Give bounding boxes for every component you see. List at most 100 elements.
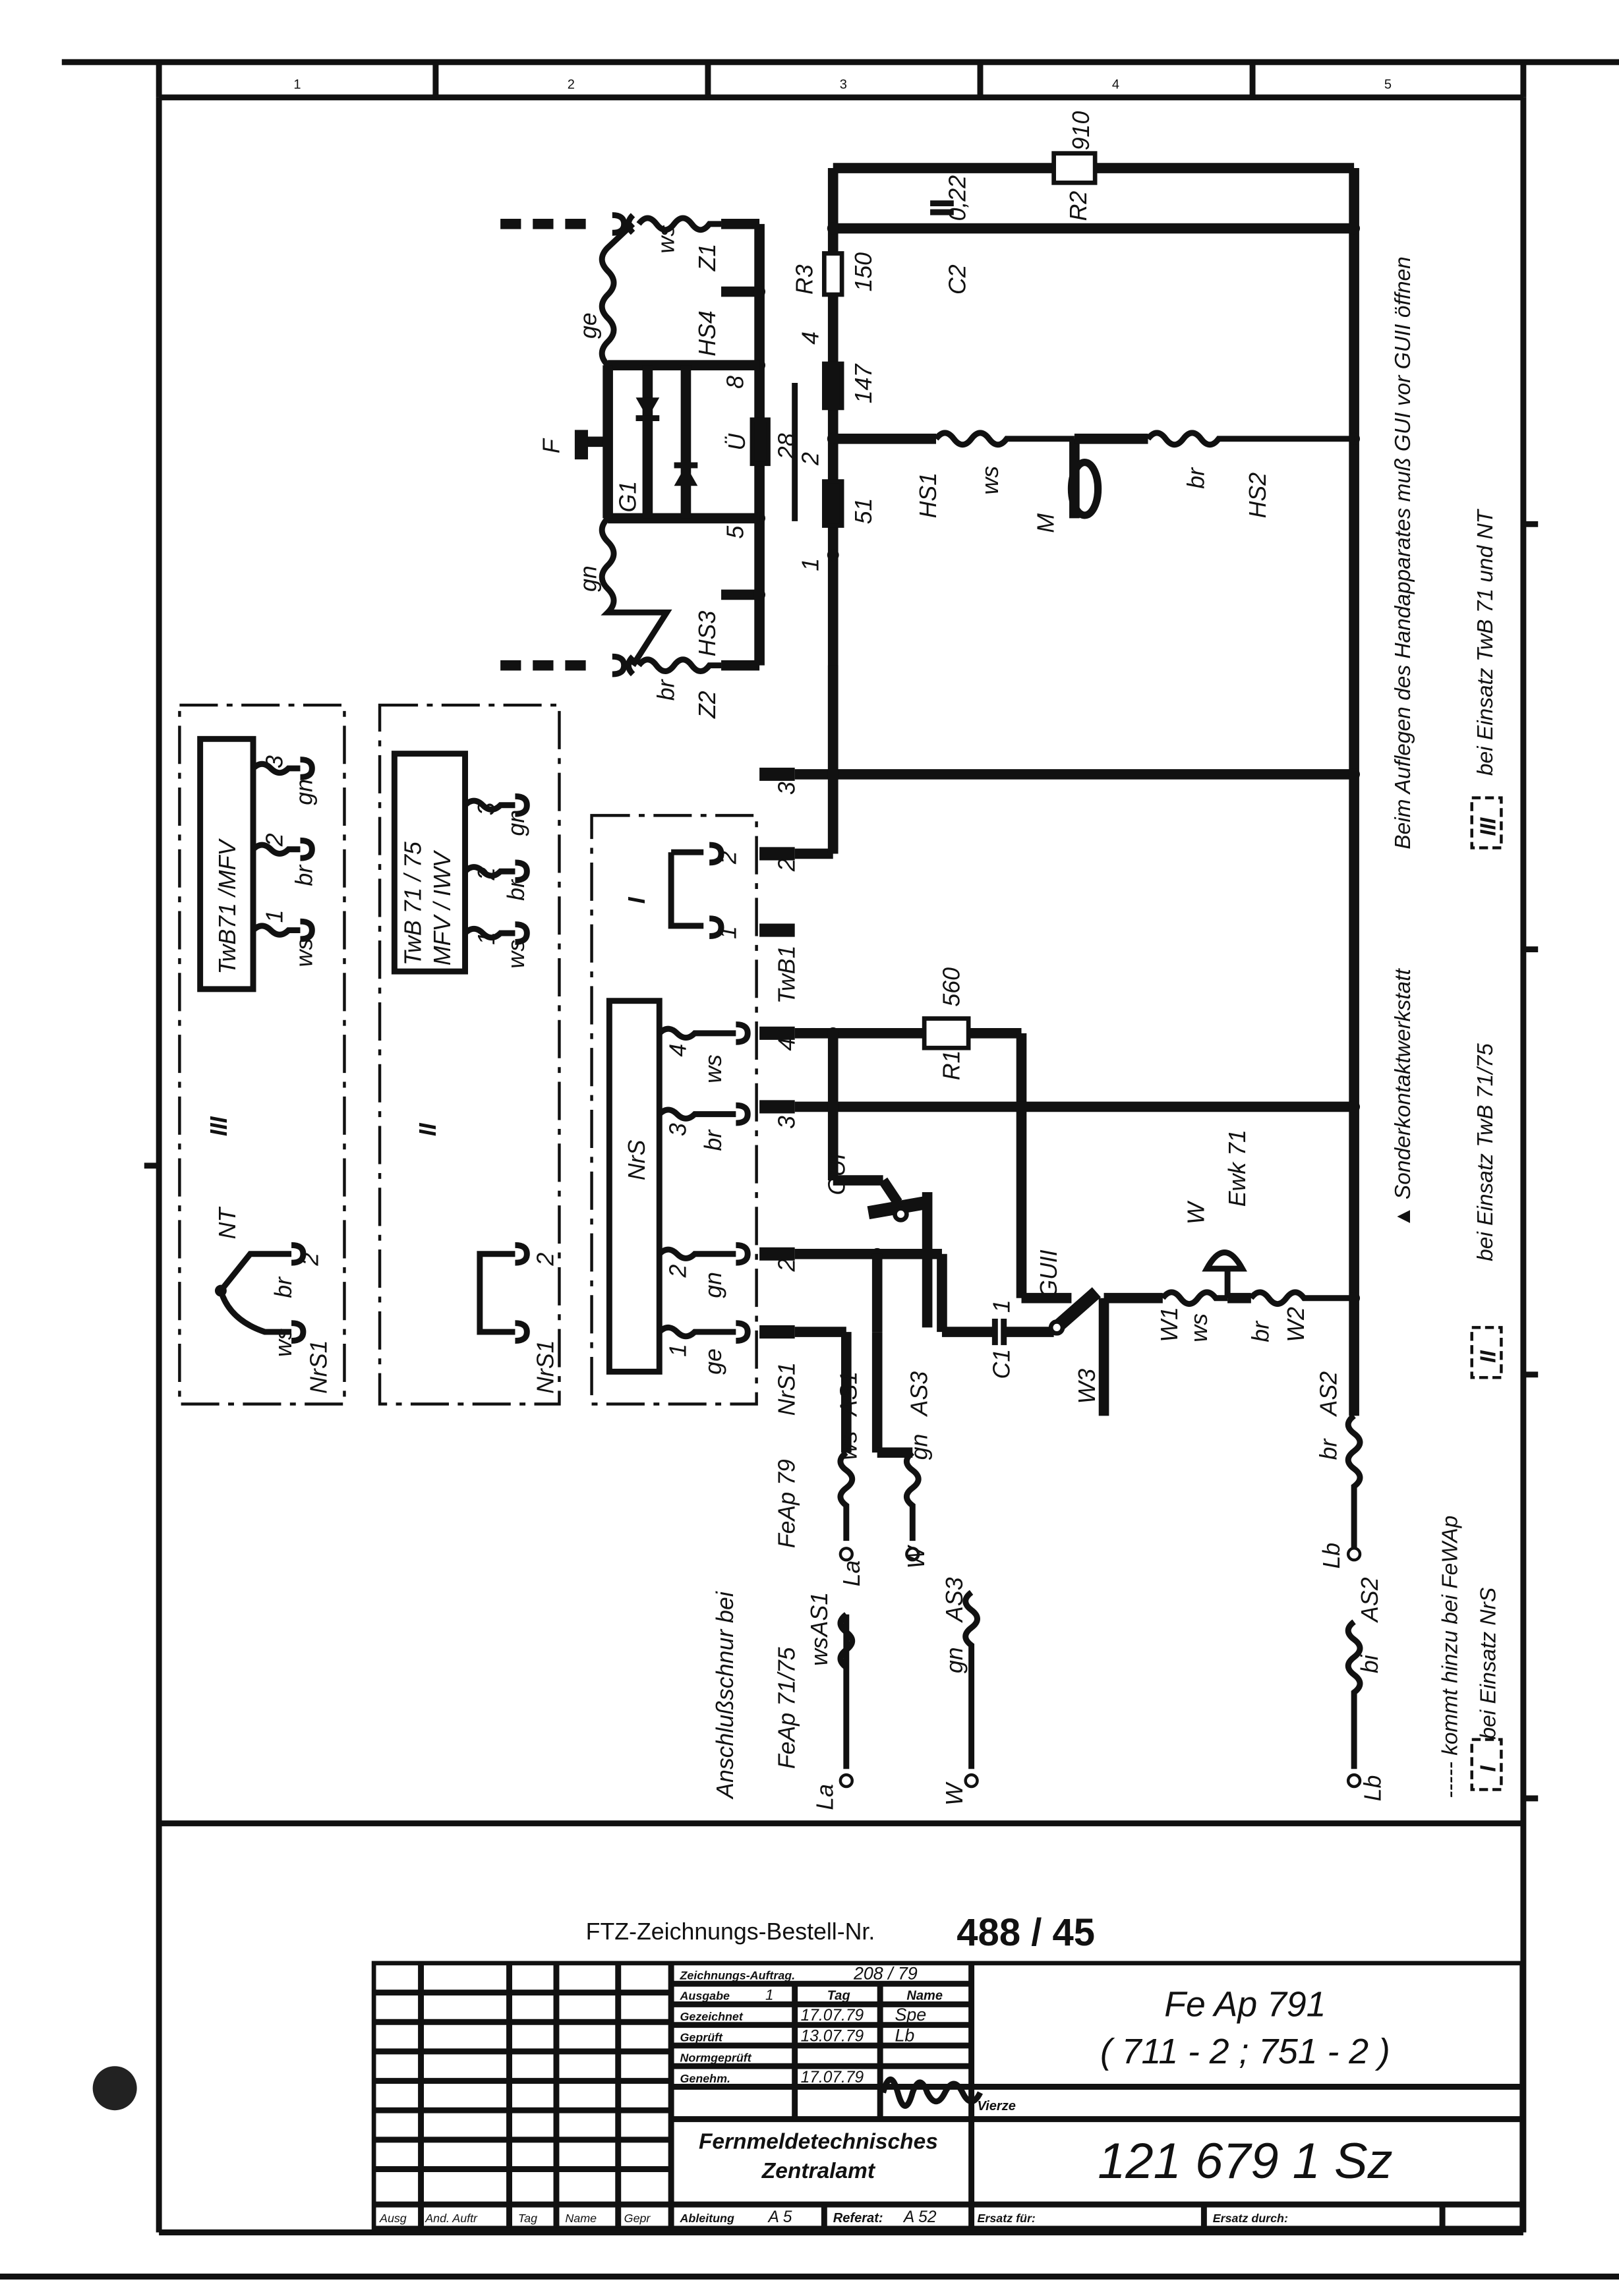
ersatz-durch: Ersatz durch: bbox=[1213, 2212, 1288, 2225]
column-label: 1 bbox=[293, 77, 301, 92]
label-as3: AS3 bbox=[906, 1371, 933, 1418]
label-w1: W1 bbox=[1156, 1307, 1183, 1342]
module-i-w3: 3 bbox=[664, 1123, 691, 1136]
label-r1: R1 bbox=[939, 1050, 965, 1081]
rev-col-auftr: And. Auftr bbox=[425, 2212, 478, 2225]
notes: Beim Auflegen des Handapparates muß GUI … bbox=[1391, 256, 1503, 1798]
label-w: W bbox=[1183, 1200, 1209, 1224]
genehm-label: Genehm. bbox=[680, 2072, 730, 2085]
note-einsatz-nt: bei Einsatz TwB 71 und NT bbox=[1473, 508, 1498, 776]
label-as2: AS2 bbox=[1315, 1371, 1341, 1418]
order-label: FTZ-Zeichnungs-Bestell-Nr. bbox=[586, 1918, 875, 1945]
label-c2-value: 0,22 bbox=[945, 175, 971, 221]
label-gn-as3b: gn bbox=[941, 1647, 968, 1673]
module-iii-nt-br: br bbox=[270, 1276, 297, 1298]
module-ii-title1: TwB 71 / 75 bbox=[400, 842, 427, 965]
terminal-nrs1: NrS1 bbox=[774, 1362, 800, 1416]
module-ii-c2: br bbox=[503, 878, 529, 901]
genehm-tag: 17.07.79 bbox=[801, 2069, 864, 2086]
auftrag-label: Zeichnungs-Auftrag. bbox=[680, 1968, 796, 1982]
label-ws-as1: ws bbox=[835, 1431, 862, 1460]
signature bbox=[880, 2076, 983, 2109]
module-iii-nt-num: 2 bbox=[297, 1253, 323, 1267]
label-147: 147 bbox=[850, 364, 877, 404]
ableitung-value: A 5 bbox=[767, 2208, 792, 2226]
terminal-3: 3 bbox=[774, 1116, 800, 1129]
module-ii-title2: MFV / IWV bbox=[429, 849, 456, 965]
label-as1b: AS1 bbox=[806, 1592, 833, 1638]
geprueft-name: Lb bbox=[895, 2025, 914, 2045]
tag-label: Tag bbox=[827, 1989, 850, 2003]
label-w2: W2 bbox=[1283, 1307, 1309, 1342]
label-u: Ü bbox=[724, 434, 750, 451]
terminal-3b: 3 bbox=[774, 782, 800, 795]
module-iii-title: TwB71 /MFV bbox=[214, 838, 241, 975]
column-label: 3 bbox=[840, 77, 847, 92]
module-ii-c3: gn bbox=[503, 810, 529, 836]
label-ewk: Ewk 71 bbox=[1224, 1130, 1251, 1207]
module-iii-nrs1: NrS1 bbox=[306, 1340, 332, 1393]
label-c2: C2 bbox=[945, 264, 971, 295]
ausgabe-label: Ausgabe bbox=[680, 1990, 730, 2003]
module-ii-2: 2 bbox=[533, 1253, 559, 1267]
note-auflegen: Beim Auflegen des Handapparates muß GUI … bbox=[1391, 256, 1415, 849]
handset-circuit bbox=[500, 151, 1361, 1298]
module-iii-c3: gn bbox=[291, 779, 317, 805]
label-gui: GUI bbox=[824, 1153, 850, 1195]
module-iii-nt-ws: ws bbox=[270, 1328, 297, 1357]
module-ii-w1: 1 bbox=[473, 932, 500, 945]
module-ii-nrs1: NrS1 bbox=[533, 1340, 559, 1393]
label-as1: AS1 bbox=[835, 1371, 862, 1418]
module-i-roman: I bbox=[624, 896, 650, 904]
order-number: 488 / 45 bbox=[957, 1911, 1095, 1954]
label-as2b: AS2 bbox=[1357, 1577, 1383, 1623]
label-p8: 8 bbox=[722, 376, 749, 389]
gezeichnet-name: Spe bbox=[895, 2005, 926, 2024]
ableitung-label: Ableitung bbox=[680, 2212, 734, 2225]
office-line1: Fernmeldetechnisches bbox=[699, 2129, 938, 2154]
label-z1: Z1 bbox=[694, 244, 721, 272]
label-bi: bi bbox=[1357, 1654, 1383, 1673]
label-z2: Z2 bbox=[694, 691, 721, 719]
label-r2-value: 910 bbox=[1068, 111, 1094, 150]
label-hs3: HS3 bbox=[694, 611, 721, 657]
label-lb-b: Lb bbox=[1359, 1775, 1386, 1802]
module-i-w4: 4 bbox=[664, 1044, 691, 1057]
label-r3: R3 bbox=[791, 264, 817, 295]
label-28: 28 bbox=[774, 433, 800, 460]
note-einsatz-7175: bei Einsatz TwB 71/75 bbox=[1473, 1043, 1498, 1261]
label-w-mid: W bbox=[903, 1545, 929, 1569]
name-label: Name bbox=[906, 1989, 943, 2003]
module-ii-w3: 3 bbox=[473, 802, 500, 815]
module-i-box: NrS bbox=[624, 1139, 650, 1180]
handset-labels: ws Z1 ge HS4 Ü 28 8 5 F G1 gn HS3 br Z2 … bbox=[538, 111, 1271, 719]
label-r2: R2 bbox=[1065, 191, 1092, 221]
module-i-cw2: gn bbox=[700, 1272, 726, 1298]
geprueft-label: Geprüft bbox=[680, 2030, 724, 2044]
label-gn: gn bbox=[575, 565, 601, 592]
module-iii-c1: ws bbox=[291, 938, 317, 967]
referat-value: A 52 bbox=[902, 2208, 937, 2226]
rev-col-tag: Tag bbox=[518, 2212, 537, 2225]
note-kommt: ----- kommt hinzu bei FeWAp bbox=[1438, 1516, 1462, 1798]
ausgabe-value: 1 bbox=[765, 1987, 773, 2003]
label-ws-as1b: ws bbox=[806, 1637, 833, 1666]
label-ws-w1: ws bbox=[1186, 1313, 1212, 1342]
column-label: 5 bbox=[1384, 77, 1392, 92]
referat-label: Referat: bbox=[833, 2211, 883, 2225]
label-br: br bbox=[653, 678, 680, 701]
label-fe79: FeAp 79 bbox=[774, 1459, 800, 1548]
module-i-c2: 2 bbox=[715, 851, 741, 865]
title-line2: ( 711 - 2 ; 751 - 2 ) bbox=[1100, 2032, 1390, 2071]
module-i-c1: 1 bbox=[715, 926, 741, 939]
module-ii-w2: 2 bbox=[473, 867, 500, 881]
title-block: FTZ-Zeichnungs-Bestell-Nr. 488 / 45 Ausg… bbox=[371, 1911, 1524, 2231]
label-br-hs2: br bbox=[1183, 467, 1209, 489]
label-lb: Lb bbox=[1318, 1543, 1345, 1569]
label-hs1: HS1 bbox=[915, 473, 941, 518]
module-ii-roman: II bbox=[415, 1122, 441, 1136]
rev-col-name: Name bbox=[565, 2212, 597, 2225]
label-br-as2: br bbox=[1315, 1437, 1341, 1460]
label-w-b: W bbox=[941, 1781, 968, 1806]
